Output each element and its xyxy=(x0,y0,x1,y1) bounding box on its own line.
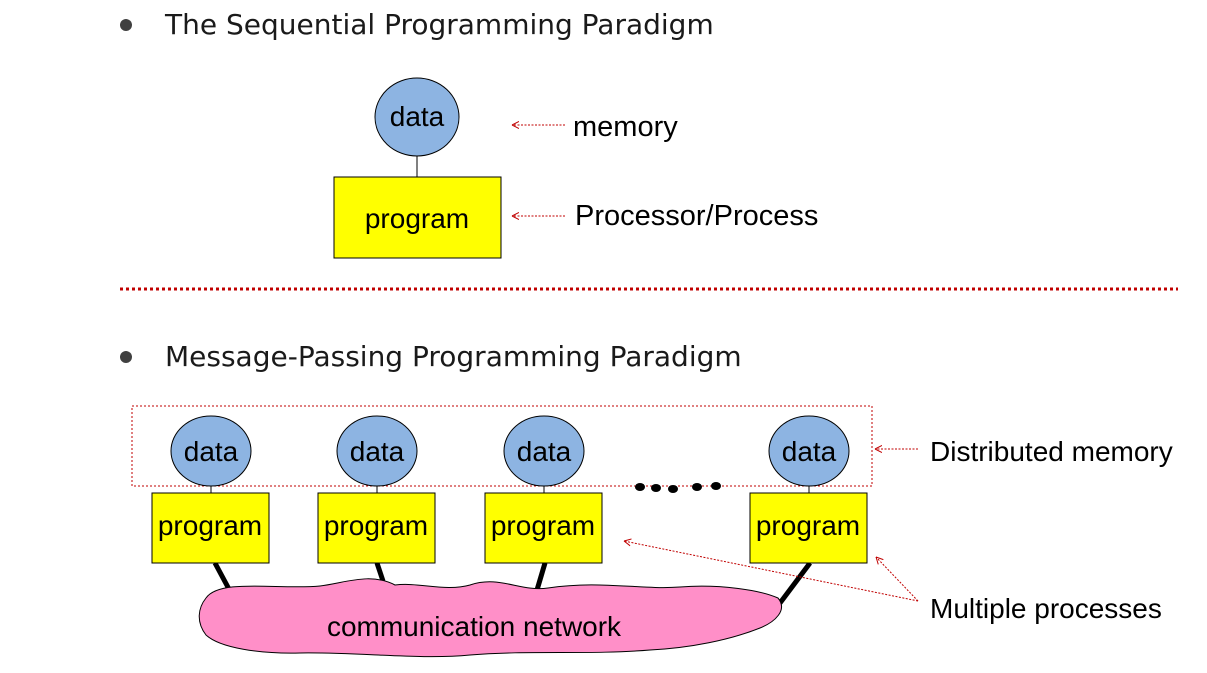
network-label: communication network xyxy=(327,611,622,642)
ellipsis-dot xyxy=(692,483,702,491)
data-label: data xyxy=(390,101,445,132)
ellipsis-dot xyxy=(668,485,678,493)
program-label: program xyxy=(756,510,860,541)
bullet-message-passing: Message-Passing Programming Paradigm xyxy=(120,340,742,373)
process-node: data program xyxy=(317,415,436,564)
data-label: data xyxy=(184,436,239,467)
memory-label: memory xyxy=(573,111,678,143)
message-passing-heading: Message-Passing Programming Paradigm xyxy=(165,340,742,373)
distributed-memory-label: Distributed memory xyxy=(930,436,1173,467)
multiple-processes-arrow xyxy=(876,557,919,602)
ellipsis-dot xyxy=(635,483,645,491)
data-label: data xyxy=(782,436,837,467)
sequential-diagram: data program memory Processor/Process xyxy=(333,77,818,259)
bullet-dot-icon xyxy=(120,18,132,31)
multiple-processes-arrow xyxy=(624,541,919,602)
program-box xyxy=(333,176,502,259)
program-box xyxy=(484,492,603,564)
distributed-memory-box xyxy=(131,405,873,487)
bullet-sequential: The Sequential Programming Paradigm xyxy=(120,8,714,41)
program-box xyxy=(749,492,868,564)
program-box xyxy=(151,492,270,564)
network-cable xyxy=(212,561,233,593)
communication-network-cloud xyxy=(198,578,783,658)
process-node: data program xyxy=(484,415,603,564)
network-cable xyxy=(778,561,812,605)
ellipsis-dot xyxy=(711,482,721,490)
program-label: program xyxy=(324,510,428,541)
network-cable xyxy=(534,562,548,591)
program-label: program xyxy=(365,203,469,234)
data-node xyxy=(768,415,850,487)
process-node: data program xyxy=(151,415,270,564)
data-label: data xyxy=(517,436,572,467)
bullet-dot-icon xyxy=(120,350,132,363)
data-node xyxy=(503,415,585,487)
process-node: data program xyxy=(749,415,868,564)
data-label: data xyxy=(350,436,405,467)
network-cable xyxy=(374,562,386,582)
message-passing-diagram: communication network data program data … xyxy=(131,405,1173,658)
ellipsis-dots xyxy=(635,482,721,493)
program-label: program xyxy=(158,510,262,541)
data-node xyxy=(374,77,460,157)
sequential-heading: The Sequential Programming Paradigm xyxy=(165,8,714,41)
multiple-processes-label: Multiple processes xyxy=(930,593,1162,624)
ellipsis-dot xyxy=(651,484,661,492)
data-node xyxy=(336,415,418,487)
processor-label: Processor/Process xyxy=(575,200,818,232)
program-box xyxy=(317,492,436,564)
data-node xyxy=(170,415,252,487)
program-label: program xyxy=(491,510,595,541)
